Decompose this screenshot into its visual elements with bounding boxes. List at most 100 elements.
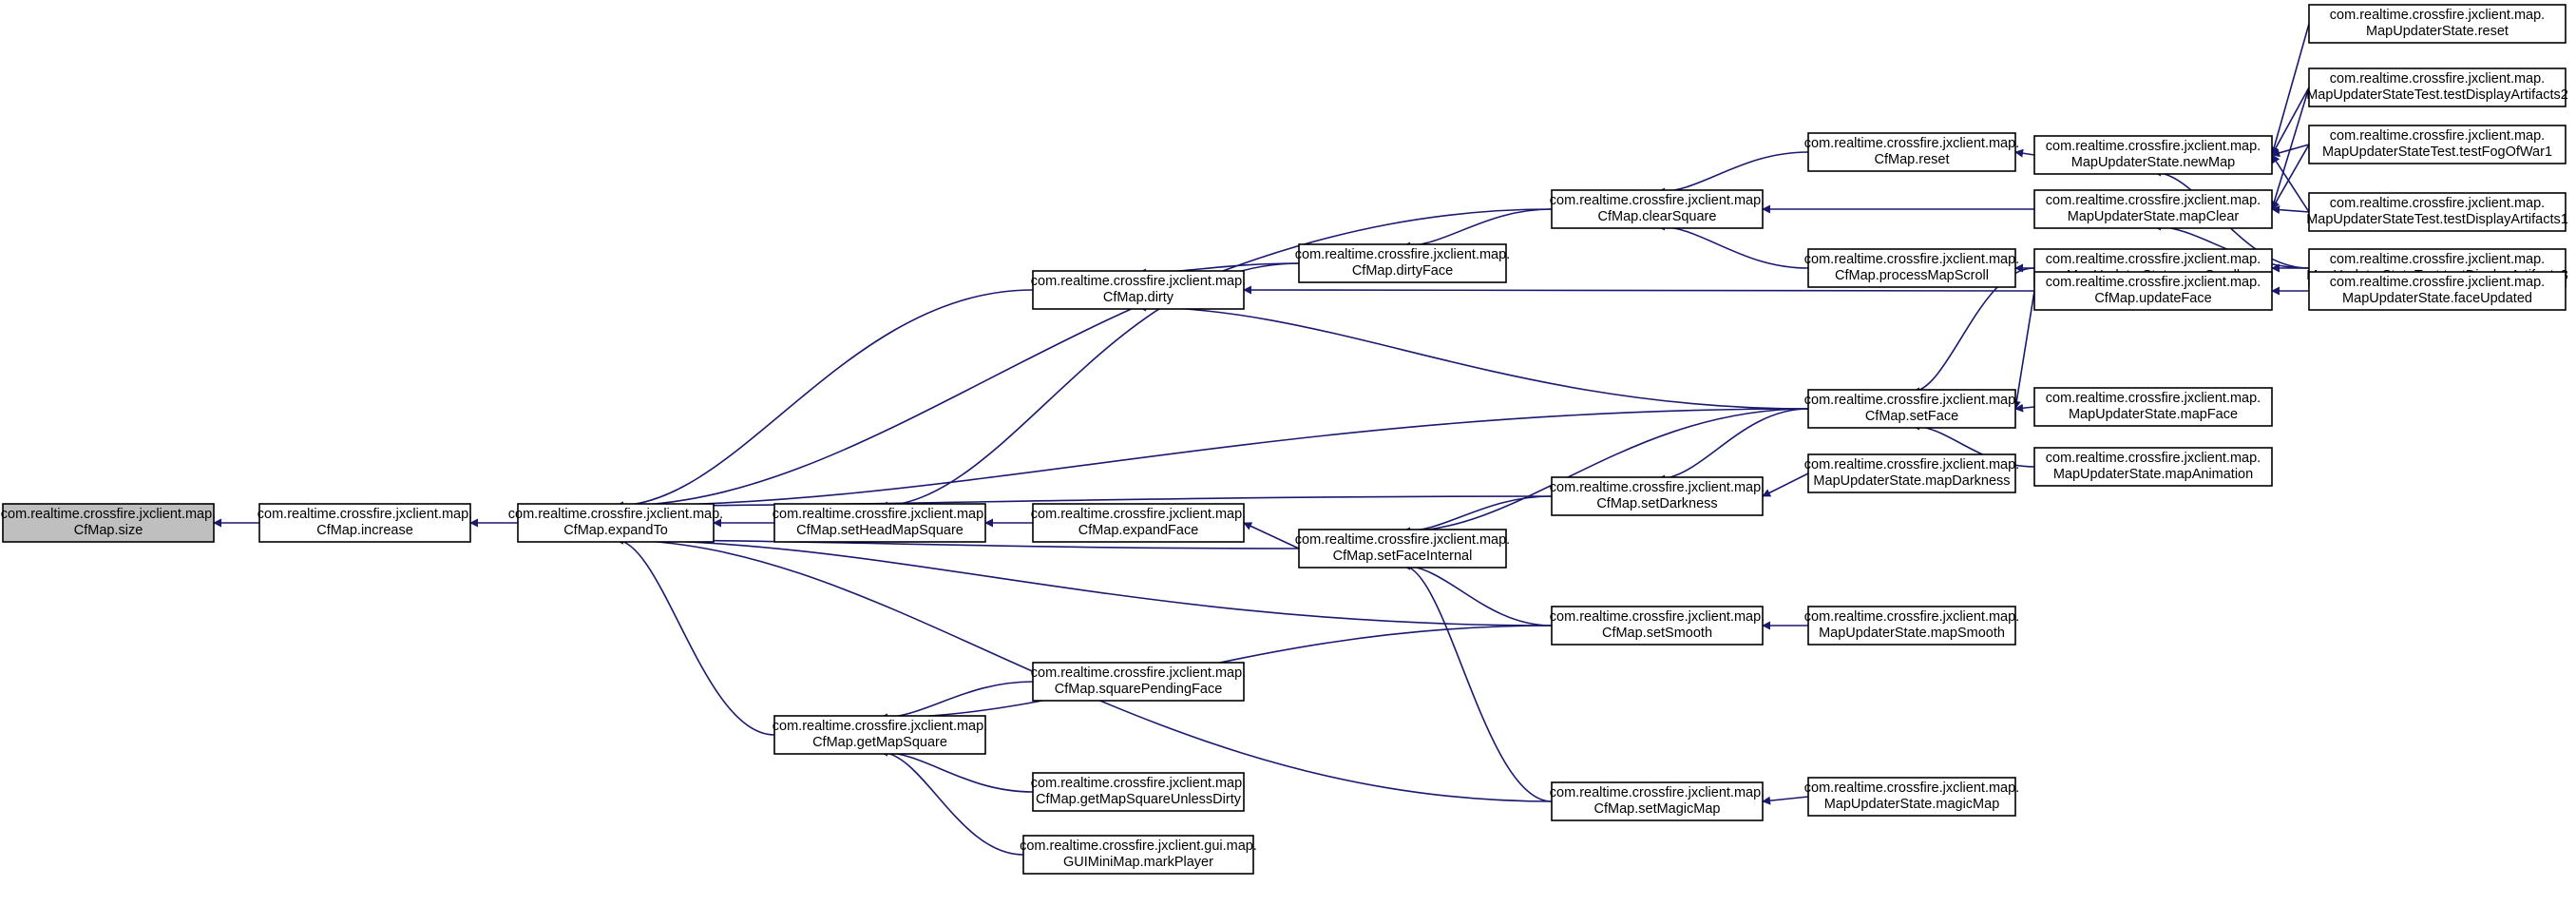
node-expand-to[interactable]: com.realtime.crossfire.jxclient.map.CfMa…	[508, 503, 723, 543]
edge-setFace-to-expandTo	[615, 408, 1809, 511]
node-box	[773, 715, 986, 755]
node-clear-square[interactable]: com.realtime.crossfire.jxclient.map.CfMa…	[1550, 189, 1765, 229]
edge-updateFace-to-dirty	[1243, 285, 2035, 295]
node-map-face[interactable]: com.realtime.crossfire.jxclient.map.MapU…	[2033, 387, 2273, 427]
node-method-label: CfMap.setMagicMap	[1594, 801, 1721, 817]
edge-setMagicMap-to-expandTo	[615, 535, 1553, 802]
node-set-darkness[interactable]: com.realtime.crossfire.jxclient.map.CfMa…	[1550, 476, 1765, 516]
node-method-label: CfMap.reset	[1875, 152, 1950, 167]
node-get-map-square[interactable]: com.realtime.crossfire.jxclient.map.CfMa…	[773, 715, 987, 755]
node-get-map-square-unless-dirty[interactable]: com.realtime.crossfire.jxclient.map.CfMa…	[1031, 772, 1246, 812]
node-box	[1551, 189, 1764, 229]
edge-setMagicMap-to-setFaceInternal	[1402, 561, 1553, 802]
node-magic-map[interactable]: com.realtime.crossfire.jxclient.map.MapU…	[1804, 777, 2019, 817]
edge-magicMap-to-setMagicMap	[1762, 796, 1809, 805]
node-box	[517, 503, 715, 543]
node-package-label: com.realtime.crossfire.jxclient.gui.map.	[1020, 839, 1257, 854]
node-box	[1807, 606, 2016, 646]
node-package-label: com.realtime.crossfire.jxclient.map.	[1295, 532, 1510, 548]
edge-stateReset-to-newMap	[2269, 23, 2310, 156]
edge-processMapScroll-to-clearSquare	[1656, 222, 1809, 269]
node-box	[1551, 606, 1764, 646]
node-map-animation[interactable]: com.realtime.crossfire.jxclient.map.MapU…	[2033, 447, 2273, 487]
node-mark-player[interactable]: com.realtime.crossfire.jxclient.gui.map.…	[1020, 835, 1257, 875]
node-package-label: com.realtime.crossfire.jxclient.map.	[2046, 451, 2261, 466]
node-new-map[interactable]: com.realtime.crossfire.jxclient.map.MapU…	[2033, 135, 2273, 175]
node-box	[1032, 662, 1245, 702]
node-map-darkness[interactable]: com.realtime.crossfire.jxclient.map.MapU…	[1804, 453, 2019, 493]
node-method-label: CfMap.getMapSquare	[812, 735, 947, 750]
node-set-magic-map[interactable]: com.realtime.crossfire.jxclient.map.CfMa…	[1550, 781, 1765, 821]
node-method-label: MapUpdaterState.magicMap	[1824, 797, 2000, 812]
node-method-label: MapUpdaterState.mapClear	[2068, 209, 2240, 224]
node-method-label: CfMap.expandTo	[563, 523, 668, 538]
node-box	[2033, 189, 2273, 229]
node-update-face[interactable]: com.realtime.crossfire.jxclient.map.CfMa…	[2033, 271, 2273, 311]
node-method-label: MapUpdaterState.faceUpdated	[2342, 291, 2532, 306]
node-box	[2308, 67, 2566, 107]
node-set-face[interactable]: com.realtime.crossfire.jxclient.map.CfMa…	[1804, 389, 2019, 429]
node-package-label: com.realtime.crossfire.jxclient.map.	[1295, 247, 1510, 262]
edge-getMapSquareUnlessDirty-to-getMapSquare	[879, 747, 1034, 793]
edge-testDA2-to-mapClear	[2270, 87, 2310, 210]
node-square-pending-face[interactable]: com.realtime.crossfire.jxclient.map.CfMa…	[1031, 662, 1246, 702]
node-set-smooth[interactable]: com.realtime.crossfire.jxclient.map.CfMa…	[1550, 606, 1765, 646]
node-reset[interactable]: com.realtime.crossfire.jxclient.map.CfMa…	[1804, 132, 2019, 172]
node-box	[2308, 192, 2566, 232]
node-layer: com.realtime.crossfire.jxclient.map.CfMa…	[1, 4, 2568, 875]
edge-newMap-to-reset	[2014, 148, 2035, 158]
node-box	[1807, 248, 2016, 288]
node-package-label: com.realtime.crossfire.jxclient.map.	[2330, 252, 2545, 267]
node-face-updated[interactable]: com.realtime.crossfire.jxclient.map.MapU…	[2308, 271, 2566, 311]
node-method-label: CfMap.processMapScroll	[1835, 268, 1989, 283]
node-map-clear[interactable]: com.realtime.crossfire.jxclient.map.MapU…	[2033, 189, 2273, 229]
node-box	[1032, 503, 1245, 543]
node-method-label: CfMap.increase	[316, 523, 413, 538]
node-package-label: com.realtime.crossfire.jxclient.map.	[1031, 274, 1246, 289]
node-method-label: CfMap.dirty	[1103, 290, 1174, 305]
node-dirty[interactable]: com.realtime.crossfire.jxclient.map.CfMa…	[1031, 270, 1246, 310]
node-process-map-scroll[interactable]: com.realtime.crossfire.jxclient.map.CfMa…	[1804, 248, 2019, 288]
edge-squarePendingFace-to-getMapSquare	[879, 681, 1034, 723]
node-package-label: com.realtime.crossfire.jxclient.map.	[1804, 252, 2019, 267]
node-package-label: com.realtime.crossfire.jxclient.map.	[2330, 128, 2545, 144]
node-package-label: com.realtime.crossfire.jxclient.map.	[1550, 193, 1765, 208]
node-method-label: CfMap.updateFace	[2094, 291, 2211, 306]
node-size[interactable]: com.realtime.crossfire.jxclient.map.CfMa…	[1, 503, 216, 543]
node-box	[2033, 387, 2273, 427]
node-package-label: com.realtime.crossfire.jxclient.map.	[773, 719, 987, 734]
node-package-label: com.realtime.crossfire.jxclient.map.	[2330, 275, 2545, 290]
node-box	[2033, 271, 2273, 311]
node-method-label: MapUpdaterState.newMap	[2071, 155, 2236, 170]
edge-clearSquare-to-expandTo	[615, 208, 1553, 511]
node-method-label: CfMap.squarePendingFace	[1055, 682, 1223, 697]
node-dirty-face[interactable]: com.realtime.crossfire.jxclient.map.CfMa…	[1295, 243, 1510, 283]
node-increase[interactable]: com.realtime.crossfire.jxclient.map.CfMa…	[258, 503, 472, 543]
node-package-label: com.realtime.crossfire.jxclient.map.	[2046, 139, 2261, 154]
node-package-label: com.realtime.crossfire.jxclient.map.	[1550, 480, 1765, 495]
node-box	[2308, 271, 2566, 311]
node-set-head-map-square[interactable]: com.realtime.crossfire.jxclient.map.CfMa…	[773, 503, 987, 543]
node-state-reset[interactable]: com.realtime.crossfire.jxclient.map.MapU…	[2308, 4, 2566, 44]
edge-setSmooth-to-expandTo	[615, 535, 1553, 626]
node-package-label: com.realtime.crossfire.jxclient.map.	[2330, 71, 2545, 87]
node-box	[1807, 777, 2016, 817]
node-method-label: MapUpdaterStateTest.testDisplayArtifacts…	[2306, 87, 2568, 103]
node-set-face-internal[interactable]: com.realtime.crossfire.jxclient.map.CfMa…	[1295, 529, 1510, 569]
node-box	[1298, 243, 1507, 283]
node-test-d-a1[interactable]: com.realtime.crossfire.jxclient.map.MapU…	[2306, 192, 2568, 232]
node-box	[1551, 476, 1764, 516]
node-method-label: CfMap.setFaceInternal	[1333, 549, 1473, 564]
edge-markPlayer-to-getMapSquare	[879, 747, 1024, 856]
node-map-smooth[interactable]: com.realtime.crossfire.jxclient.map.MapU…	[1804, 606, 2019, 646]
node-test-fog[interactable]: com.realtime.crossfire.jxclient.map.MapU…	[2308, 125, 2566, 164]
node-package-label: com.realtime.crossfire.jxclient.map.	[1031, 665, 1246, 681]
node-method-label: CfMap.setFace	[1865, 409, 1958, 424]
node-test-d-a2[interactable]: com.realtime.crossfire.jxclient.map.MapU…	[2306, 67, 2568, 107]
node-box	[1551, 781, 1764, 821]
edge-setFace-to-dirty	[1137, 302, 1809, 410]
node-expand-face[interactable]: com.realtime.crossfire.jxclient.map.CfMa…	[1031, 503, 1246, 543]
node-package-label: com.realtime.crossfire.jxclient.map.	[773, 507, 987, 522]
node-method-label: MapUpdaterState.reset	[2366, 24, 2509, 39]
